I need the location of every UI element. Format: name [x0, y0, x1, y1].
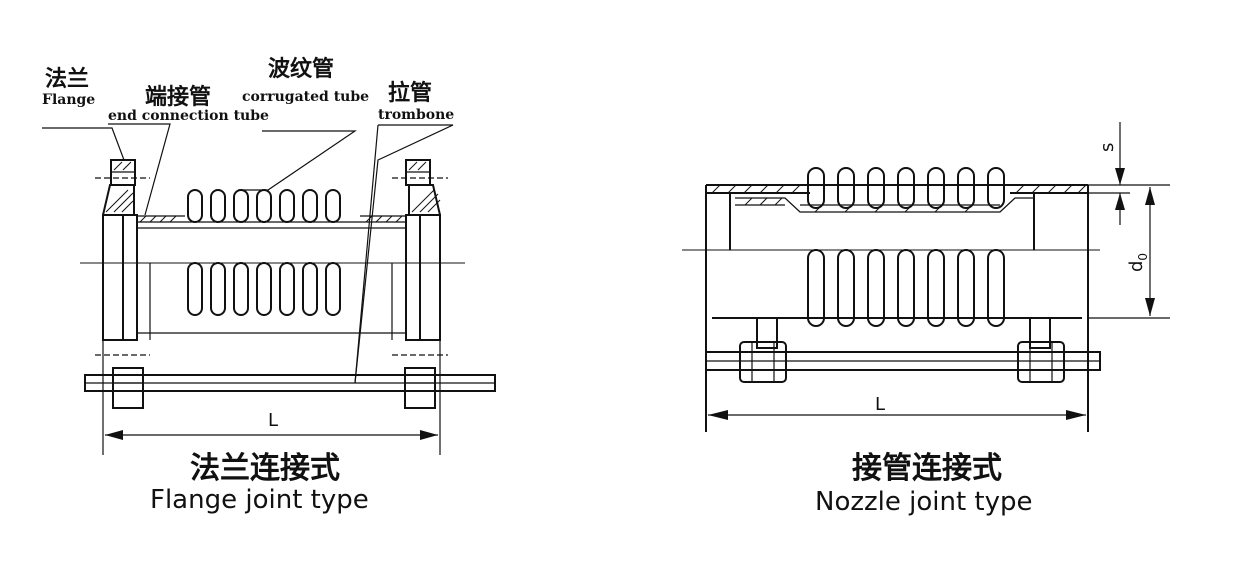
right-dimension-length	[708, 410, 1086, 420]
left-bellows-bottom	[149, 262, 393, 340]
right-bellows-top	[807, 167, 1005, 209]
left-bellows-top	[187, 189, 341, 223]
flange-joint-drawing	[42, 123, 496, 455]
left-leader-lines	[42, 123, 454, 384]
right-caption-cn: 接管连接式	[852, 451, 1002, 486]
nozzle-pipe	[705, 184, 1089, 432]
label-flange-en: Flange	[42, 92, 95, 108]
left-caption-cn: 法兰连接式	[190, 451, 340, 486]
left-dimension-length	[102, 340, 441, 455]
label-end-tube-en: end connection tube	[108, 108, 269, 124]
right-caption-en: Nozzle joint type	[815, 487, 1033, 517]
right-dim-length-label: L	[875, 394, 885, 415]
left-flange	[95, 159, 150, 356]
right-dim-diameter-sub: 0	[1136, 253, 1150, 261]
right-bellows-bottom	[807, 249, 1005, 327]
label-corrugated-en: corrugated tube	[242, 89, 369, 105]
right-tie-rod	[705, 317, 1101, 383]
end-connection-tubes	[122, 214, 421, 341]
right-dim-diameter-label: d0	[1126, 253, 1150, 272]
left-caption-en: Flange joint type	[150, 485, 369, 515]
label-trombone-cn: 拉管	[388, 80, 432, 106]
label-flange-cn: 法兰	[45, 66, 89, 92]
right-dim-thickness-label: s	[1097, 143, 1118, 152]
left-trombone-rod	[84, 367, 496, 409]
nozzle-joint-drawing	[682, 122, 1170, 432]
right-dim-diameter-main: d	[1126, 261, 1147, 272]
label-end-tube-cn: 端接管	[145, 84, 211, 110]
left-dim-length-label: L	[268, 410, 278, 431]
label-corrugated-cn: 波纹管	[268, 56, 334, 82]
label-trombone-en: trombone	[378, 107, 454, 123]
right-dimension-s-d0	[1088, 122, 1170, 319]
